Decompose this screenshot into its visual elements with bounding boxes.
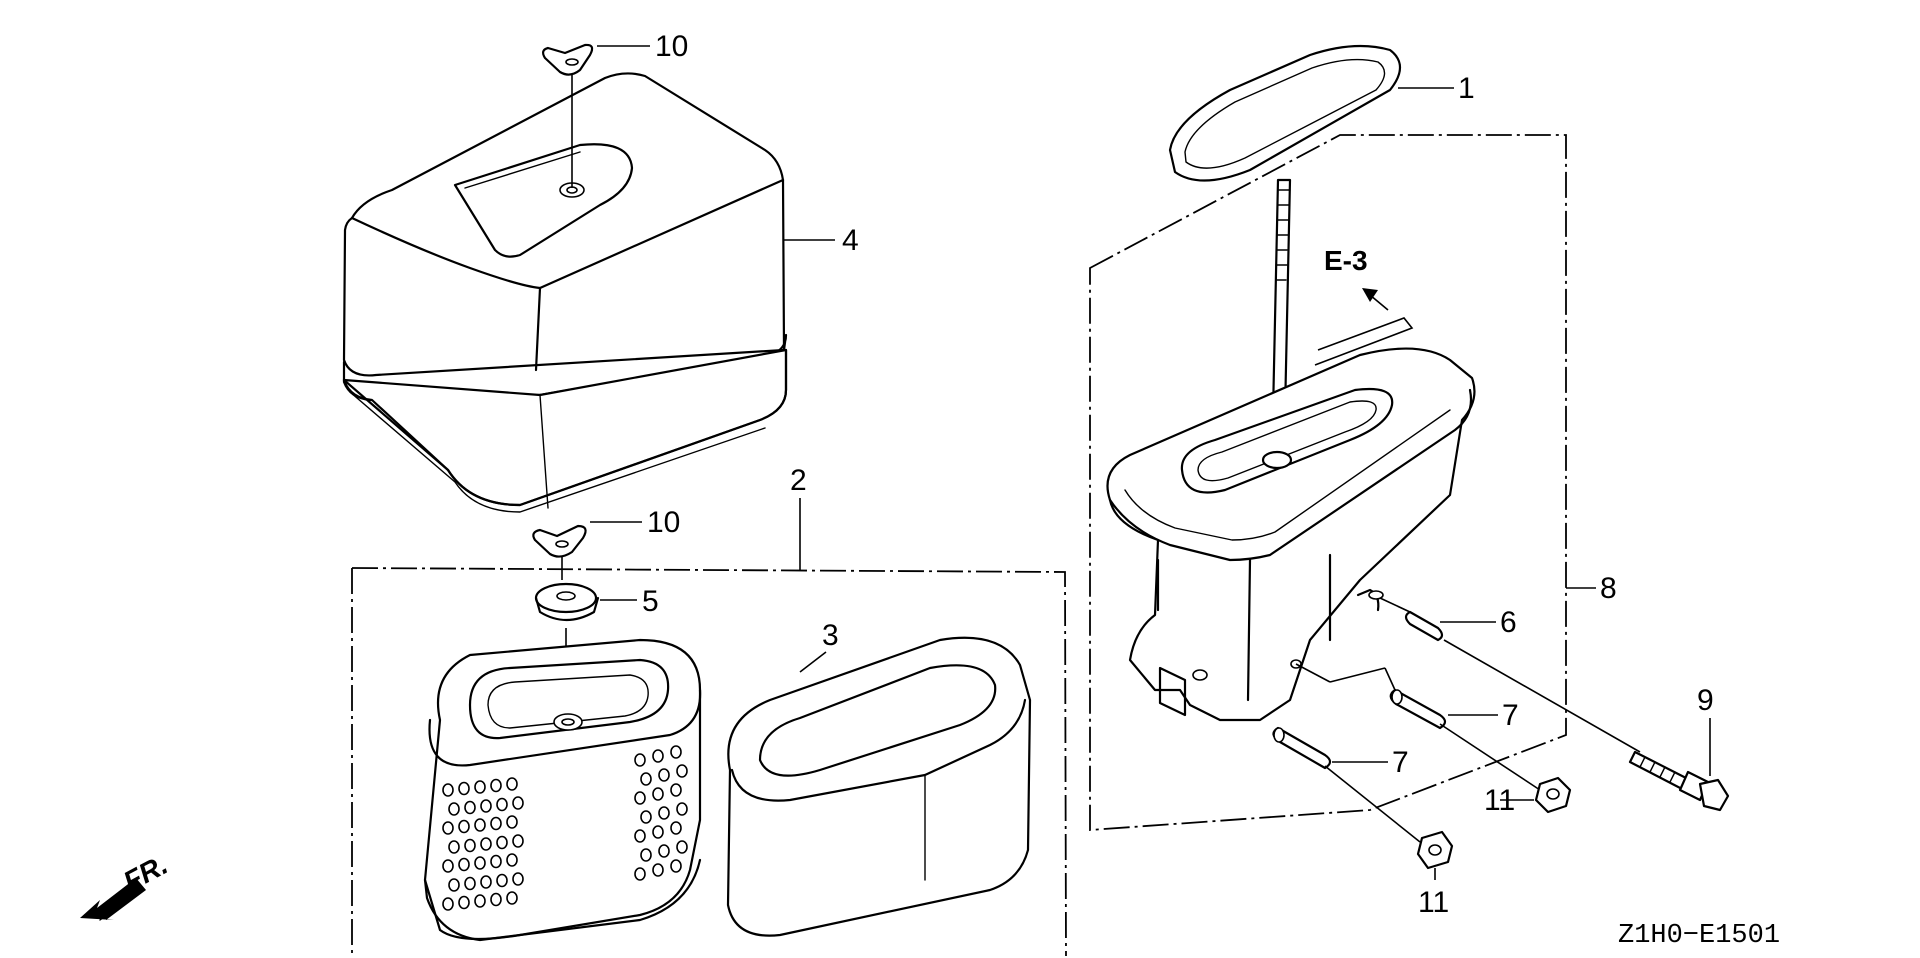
perforation-hole <box>448 878 460 892</box>
nut-11-bottom <box>1416 830 1454 880</box>
filter-perforations <box>442 745 688 911</box>
element-assembly-frame <box>351 498 1067 957</box>
diagram-code: Z1H0−E1501 <box>1618 921 1780 951</box>
callout-9: 9 <box>1697 684 1714 717</box>
front-direction-arrow: FR. <box>80 849 173 921</box>
perforation-hole <box>652 825 664 839</box>
perforation-hole <box>652 749 664 763</box>
callout-10-top: 10 <box>655 30 688 63</box>
perforation-hole <box>474 818 486 832</box>
perforation-hole <box>634 791 646 805</box>
perforation-hole <box>658 844 670 858</box>
perforation-hole <box>658 806 670 820</box>
perforation-hole <box>506 853 518 867</box>
perforation-hole <box>506 891 518 905</box>
perforation-hole <box>506 815 518 829</box>
perforation-hole <box>670 821 682 835</box>
flange-bolt-9 <box>1628 718 1730 812</box>
perforation-hole <box>480 837 492 851</box>
air-cleaner-cover <box>342 72 788 513</box>
perforation-hole <box>670 859 682 873</box>
perforation-hole <box>652 787 664 801</box>
perforation-hole <box>640 772 652 786</box>
case-assembly-frame <box>1089 134 1596 831</box>
perforation-hole <box>490 892 502 907</box>
grommet-5 <box>534 582 600 720</box>
perforation-hole <box>442 783 454 797</box>
callout-5: 5 <box>642 585 659 618</box>
perforation-hole <box>448 840 460 854</box>
paper-air-filter <box>423 638 702 942</box>
perforation-hole <box>658 768 670 782</box>
perforation-hole <box>464 838 476 853</box>
air-cleaner-case <box>1106 178 1476 722</box>
perforation-hole <box>474 780 486 794</box>
collar-7-left <box>1272 726 1332 770</box>
callout-7-right: 7 <box>1502 699 1519 732</box>
perforation-hole <box>458 895 470 910</box>
perforation-hole <box>496 835 508 850</box>
nut-11-right <box>1534 776 1572 814</box>
wing-nut-top <box>541 43 594 188</box>
callout-1: 1 <box>1458 72 1475 105</box>
perforation-hole <box>458 781 470 796</box>
perforation-hole <box>670 745 682 759</box>
perforation-hole <box>512 796 524 810</box>
callout-11-bottom: 11 <box>1418 886 1449 919</box>
perforation-hole <box>676 764 688 778</box>
gasket <box>1168 44 1402 182</box>
perforation-hole <box>640 848 652 862</box>
perforation-hole <box>442 859 454 873</box>
perforation-hole <box>652 863 664 877</box>
collar-6 <box>1379 597 1444 642</box>
perforation-hole <box>480 799 492 813</box>
perforation-hole <box>490 816 502 831</box>
reference-e3: E-3 <box>1324 245 1368 276</box>
perforation-hole <box>458 819 470 834</box>
callout-6: 6 <box>1500 606 1517 639</box>
perforation-hole <box>670 783 682 797</box>
perforation-hole <box>634 753 646 767</box>
perforation-hole <box>490 854 502 869</box>
callout-3: 3 <box>822 619 839 652</box>
perforation-hole <box>474 856 486 870</box>
perforation-hole <box>490 778 502 793</box>
wing-nut-lower <box>532 524 587 580</box>
perforation-hole <box>496 873 508 888</box>
perforation-hole <box>496 797 508 812</box>
perforation-hole <box>512 872 524 886</box>
callout-8: 8 <box>1600 572 1617 605</box>
perforation-hole <box>474 894 486 908</box>
perforation-hole <box>464 876 476 891</box>
callout-2: 2 <box>790 464 807 497</box>
collar-7-right <box>1389 688 1447 730</box>
perforation-hole <box>442 821 454 835</box>
perforation-hole <box>464 800 476 815</box>
foam-pre-filter <box>726 636 1032 937</box>
perforation-hole <box>442 897 454 911</box>
perforation-hole <box>506 777 518 791</box>
perforation-hole <box>634 867 646 881</box>
perforation-hole <box>676 802 688 816</box>
perforation-hole <box>512 834 524 848</box>
callout-11-right: 11 <box>1484 784 1515 817</box>
perforation-hole <box>640 810 652 824</box>
callout-7-left: 7 <box>1392 746 1409 779</box>
callout-4: 4 <box>842 224 859 257</box>
reference-arrow <box>1314 288 1414 366</box>
callout-10-lower: 10 <box>647 506 680 539</box>
perforation-hole <box>448 802 460 816</box>
perforation-hole <box>458 857 470 872</box>
perforation-hole <box>676 840 688 854</box>
perforation-hole <box>634 829 646 843</box>
perforation-hole <box>480 875 492 889</box>
